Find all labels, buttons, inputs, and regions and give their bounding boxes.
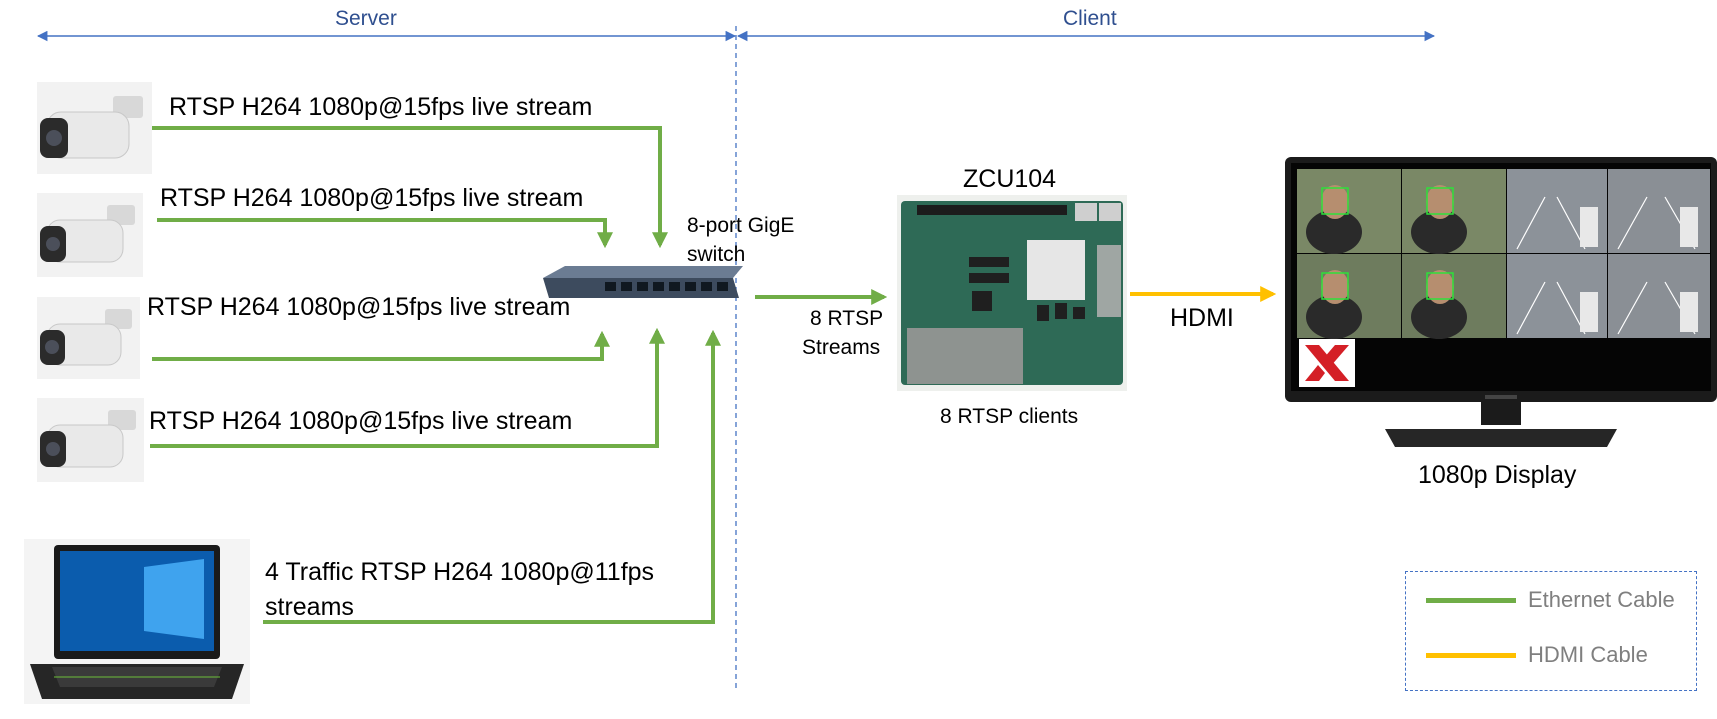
camera-stream-label: RTSP H264 1080p@15fps live stream [149,407,573,435]
network-switch-icon [543,266,743,298]
legend-item-hdmi: HDMI Cable [1426,640,1648,670]
server-section-label: Server [335,7,397,30]
ethernet-cable-cam4 [150,327,665,448]
laptop-stream-label-line2: streams [265,593,354,621]
ethernet-swatch [1426,597,1516,603]
legend-ethernet-label: Ethernet Cable [1528,587,1675,612]
camera-icon [37,297,140,379]
client-section-label: Client [1063,7,1117,30]
laptop-stream-label-line1: 4 Traffic RTSP H264 1080p@11fps [265,558,655,586]
camera-stream-label: RTSP H264 1080p@15fps live stream [147,293,571,321]
camera-stream-label: RTSP H264 1080p@15fps live stream [160,184,584,212]
switch-label-line1: 8-port GigE [687,214,795,237]
xilinx-logo-icon [1299,339,1355,387]
camera-stream-label: RTSP H264 1080p@15fps live stream [169,93,593,121]
ethernet-cable-cam1 [152,126,668,249]
fpga-board-icon [897,195,1127,391]
laptop-icon [24,539,250,704]
board-caption: 8 RTSP clients [940,405,1079,428]
legend: Ethernet Cable HDMI Cable [1405,571,1697,691]
rtsp-streams-label-line2: Streams [802,336,881,359]
hdmi-swatch [1426,652,1516,658]
legend-item-ethernet: Ethernet Cable [1426,585,1675,615]
camera-icon [37,398,144,482]
board-title: ZCU104 [963,165,1057,193]
legend-hdmi-label: HDMI Cable [1528,642,1648,667]
ethernet-cable-cam2 [157,218,613,249]
ethernet-cable-laptop [263,329,721,624]
hdmi-label: HDMI [1170,304,1234,332]
ethernet-cable-cam3 [152,330,610,361]
switch-label-line2: switch [687,243,746,266]
monitor-icon [1285,157,1717,447]
camera-icon [37,82,152,174]
camera-icon [37,193,143,277]
rtsp-streams-label-line1: 8 RTSP [810,307,884,330]
display-caption: 1080p Display [1418,461,1577,489]
